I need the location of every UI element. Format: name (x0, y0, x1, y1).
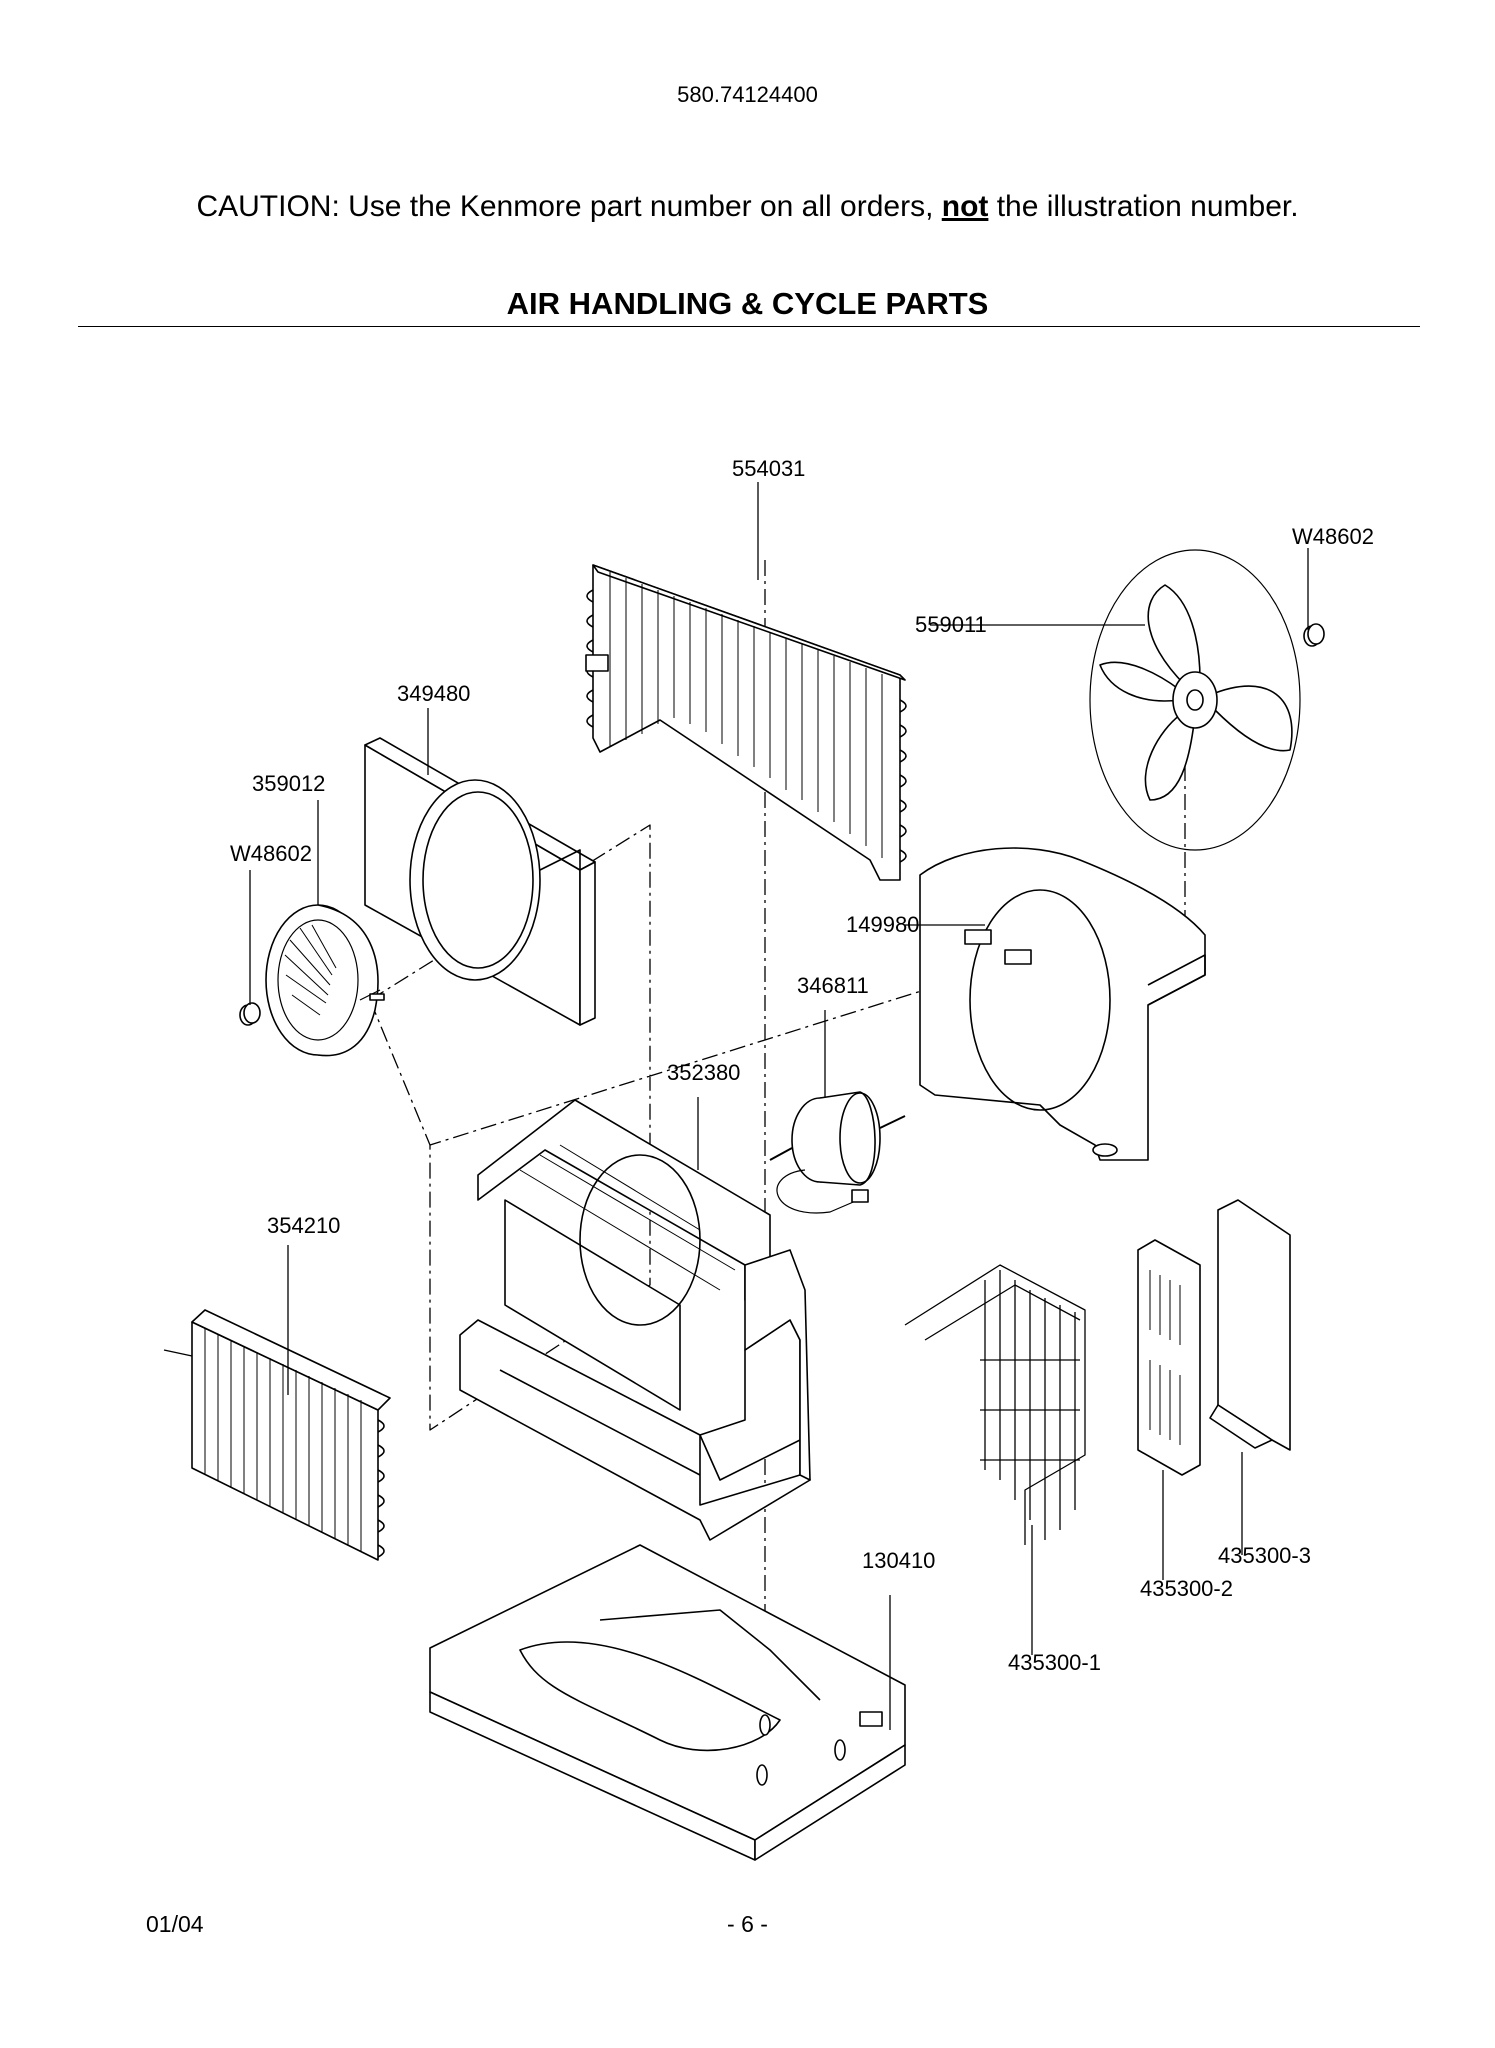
model-number: 580.74124400 (677, 82, 818, 107)
caution-notice: CAUTION: Use the Kenmore part number on … (0, 190, 1495, 224)
callout-W48602-upper: W48602 (1292, 524, 1374, 549)
callout-435300-3: 435300-3 (1218, 1543, 1311, 1568)
callout-346811: 346811 (797, 973, 869, 998)
nut-W48602-upper (1303, 623, 1325, 647)
condenser-coil-354210 (163, 1309, 391, 1561)
callout-359012: 359012 (252, 771, 326, 796)
callout-352380: 352380 (667, 1060, 741, 1085)
footer-date: 01/04 (146, 1911, 204, 1937)
callout-149980: 149980 (846, 912, 920, 937)
nut-W48602-lower (239, 1002, 261, 1026)
base-pan-352380 (459, 1099, 811, 1541)
leader-lines (249, 482, 1309, 1730)
page-number: - 6 - (727, 1911, 768, 1937)
callout-130410: 130410 (862, 1548, 936, 1573)
condenser-shroud-149980 (919, 847, 1206, 1161)
side-bracket-435300-3 (1209, 1199, 1291, 1451)
section-title: AIR HANDLING & CYCLE PARTS (506, 286, 989, 321)
title-divider (78, 326, 1420, 327)
callout-435300-1: 435300-1 (1008, 1650, 1101, 1675)
grille-rack-435300-1 (904, 1264, 1086, 1545)
caution-text-prefix: CAUTION: Use the Kenmore part number on … (196, 190, 942, 223)
evaporator-coil-554031 (585, 564, 907, 881)
blower-wheel-359012 (265, 904, 385, 1057)
callout-W48602-lower: W48602 (230, 841, 312, 866)
callout-354210: 354210 (267, 1213, 341, 1238)
caution-text-suffix: the illustration number. (988, 190, 1299, 223)
base-tray-130410 (429, 1544, 906, 1861)
callout-349480: 349480 (397, 681, 471, 706)
condenser-fan-559011 (1089, 549, 1301, 851)
callout-554031: 554031 (732, 456, 806, 481)
callout-435300-2: 435300-2 (1140, 1576, 1233, 1601)
louver-panel-435300-2 (1137, 1239, 1201, 1476)
fan-motor-346811 (769, 1091, 906, 1214)
callout-559011: 559011 (915, 612, 987, 637)
caution-emphasis: not (941, 190, 989, 223)
blower-housing-349480 (364, 737, 596, 1026)
